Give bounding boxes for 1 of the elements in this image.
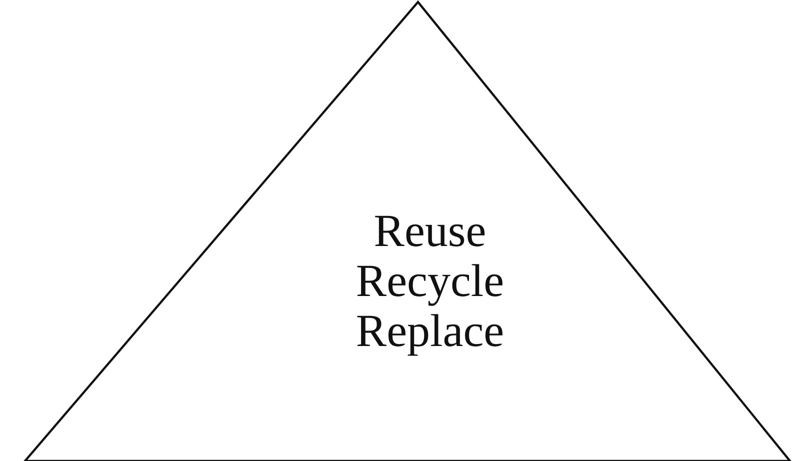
triangle-label: Reuse Recycle Replace: [354, 206, 506, 356]
